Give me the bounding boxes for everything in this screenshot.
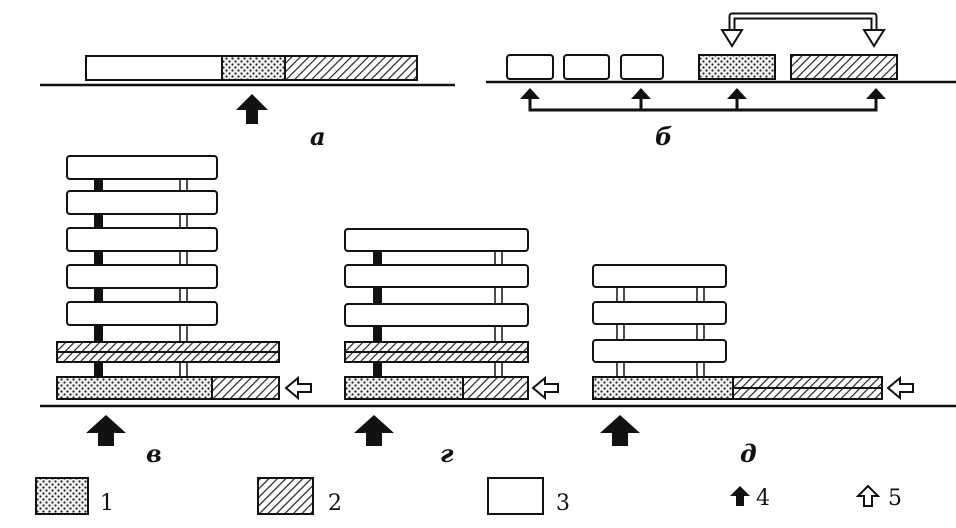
- dotted-block: [221, 55, 286, 81]
- solid-up-arrow: [631, 88, 651, 99]
- dotted-block: [592, 376, 734, 400]
- panel-v: в: [56, 155, 312, 468]
- panel-label-d: д: [740, 439, 757, 468]
- blank-block: [620, 54, 664, 80]
- dotted-block: [698, 54, 776, 80]
- solid-up-arrow: [354, 415, 394, 446]
- solid-connector: [528, 98, 878, 112]
- hollow-arrow-icon: [855, 484, 881, 507]
- blank-block: [344, 303, 529, 327]
- hollow-left-arrow: [886, 375, 914, 401]
- blank-block: [66, 264, 218, 289]
- legend: 1 2 3 4 5: [35, 477, 902, 516]
- blank-block: [592, 301, 727, 325]
- blank-block: [344, 228, 529, 252]
- legend-label-4: 4: [756, 486, 770, 511]
- legend-label-2: 2: [328, 491, 342, 516]
- blank-block: [592, 339, 727, 363]
- blank-block: [563, 54, 610, 80]
- solid-up-arrow: [86, 415, 126, 446]
- solid-up-arrow: [866, 88, 886, 99]
- hollow-down-arrow: [720, 29, 744, 48]
- blank-block: [506, 54, 554, 80]
- light-connector: [696, 274, 705, 381]
- solid-arrow-icon: [730, 486, 750, 506]
- hatched-block: [211, 376, 280, 400]
- panel-d: д: [592, 264, 914, 468]
- panel-label-a: а: [310, 122, 326, 151]
- hatched-block: [462, 376, 529, 400]
- hollow-down-arrow: [862, 29, 886, 48]
- hollow-left-arrow: [531, 375, 559, 401]
- solid-up-arrow: [600, 415, 640, 446]
- legend-swatch-hatched: [257, 477, 314, 515]
- panel-label-b: б: [655, 122, 672, 151]
- blank-block: [66, 227, 218, 252]
- panel-a: а: [40, 55, 455, 151]
- legend-swatch-dotted: [35, 477, 89, 515]
- legend-swatch-blank: [487, 477, 544, 515]
- hollow-left-arrow: [284, 375, 312, 401]
- solid-up-arrow: [727, 88, 747, 99]
- legend-label-5: 5: [888, 486, 902, 511]
- panel-label-g: г: [440, 439, 454, 468]
- legend-label-1: 1: [100, 491, 114, 516]
- blank-block: [344, 264, 529, 288]
- hatched-block: [790, 54, 898, 80]
- solid-up-arrow: [520, 88, 540, 99]
- blank-block: [66, 190, 218, 215]
- blank-block: [85, 55, 223, 81]
- blank-block: [592, 264, 727, 288]
- hollow-transfer-arrow: [728, 12, 878, 30]
- hatched-block: [284, 55, 418, 81]
- blank-block: [66, 301, 218, 326]
- panel-label-v: в: [146, 439, 162, 468]
- legend-label-3: 3: [556, 491, 570, 516]
- panel-b: б: [486, 12, 956, 151]
- solid-up-arrow: [236, 94, 268, 124]
- dotted-block: [56, 376, 213, 400]
- dotted-block: [344, 376, 464, 400]
- panel-g: г: [344, 228, 559, 468]
- light-connector: [616, 274, 625, 381]
- blank-block: [66, 155, 218, 180]
